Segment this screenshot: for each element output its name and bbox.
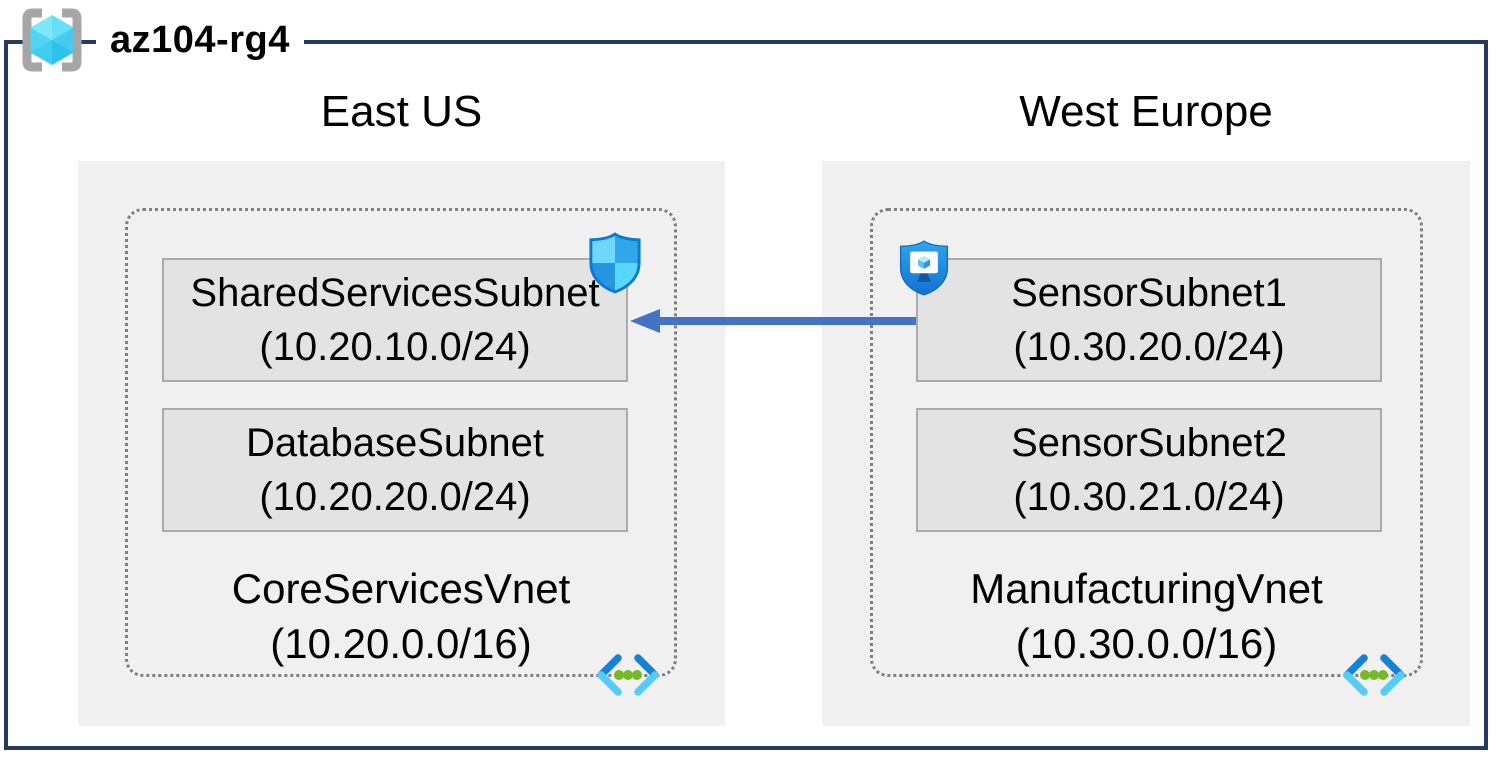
subnet-sensorsubnet2: SensorSubnet2 (10.30.21.0/24) [916, 408, 1382, 532]
subnet-name: SensorSubnet1 [1011, 271, 1287, 315]
vnet-cidr: (10.30.0.0/16) [1015, 619, 1278, 667]
subnet-name: SharedServicesSubnet [190, 271, 600, 315]
subnet-cidr: (10.30.20.0/24) [1013, 325, 1285, 369]
vnet-label-coreservicesvnet: CoreServicesVnet (10.20.0.0/16) [125, 562, 677, 671]
region-title-west-europe: West Europe [1019, 87, 1273, 136]
subnet-cidr: (10.20.10.0/24) [259, 325, 531, 369]
subnet-sharedservicessubnet: SharedServicesSubnet (10.20.10.0/24) [162, 258, 628, 382]
virtual-network-icon [1343, 654, 1405, 696]
region-title-east-us: East US [320, 87, 483, 136]
resource-group-name: az104-rg4 [96, 15, 304, 65]
subnet-databasesubnet: DatabaseSubnet (10.20.20.0/24) [162, 408, 628, 532]
subnet-sensorsubnet1: SensorSubnet1 (10.30.20.0/24) [916, 258, 1382, 382]
subnet-name: DatabaseSubnet [245, 421, 544, 465]
vnet-name: ManufacturingVnet [970, 565, 1323, 612]
subnet-cidr: (10.20.20.0/24) [259, 475, 531, 519]
nsg-shield-icon [589, 232, 641, 294]
vnet-cidr: (10.20.0.0/16) [270, 619, 532, 667]
resource-group-frame [4, 40, 1488, 750]
resource-group-icon [22, 8, 82, 72]
subnet-cidr: (10.30.21.0/24) [1013, 475, 1285, 519]
asg-shield-icon [899, 240, 949, 296]
peering-arrow [630, 309, 916, 333]
resource-group-label: az104-rg4 [16, 4, 304, 76]
vnet-label-manufacturingvnet: ManufacturingVnet (10.30.0.0/16) [870, 562, 1423, 671]
virtual-network-icon [597, 654, 659, 696]
vnet-name: CoreServicesVnet [231, 565, 571, 612]
subnet-name: SensorSubnet2 [1011, 421, 1287, 465]
vnet-box-coreservicesvnet [125, 208, 677, 677]
vnet-box-manufacturingvnet [870, 208, 1423, 677]
